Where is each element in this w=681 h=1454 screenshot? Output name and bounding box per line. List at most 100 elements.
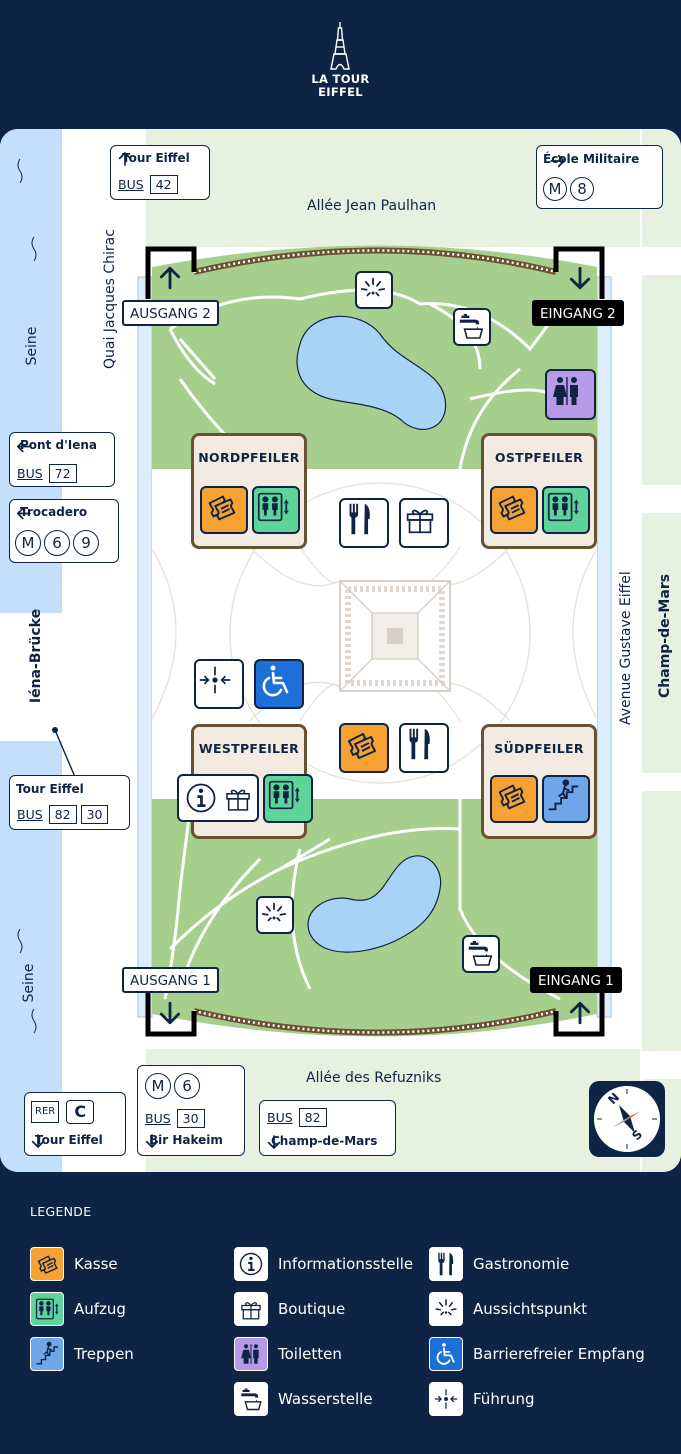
tower-footprint [339,580,451,692]
legend-label: Wasserstelle [278,1390,373,1408]
arrow-up-icon [117,151,133,167]
arrow-down-icon [144,1133,160,1149]
water-tap-icon [234,1382,268,1416]
left-path [137,276,153,1018]
bus-line: 42 [149,175,178,194]
legend-item-fuehrung: Führung [429,1382,535,1416]
transit-tour-eiffel-top[interactable]: Tour Eiffel BUS 42 [110,145,210,200]
info-icon[interactable] [183,780,219,816]
transit-label: Champ-de-Mars [271,1134,378,1148]
arrow-down-icon [266,1134,282,1150]
pillar-sued[interactable]: SÜDPFEILER [481,724,597,839]
guided-tour-icon [429,1382,463,1416]
guided-tour-icon[interactable] [194,659,244,709]
map: Allée Jean Paulhan Allée des Refuzniks Q… [0,129,681,1172]
toilet-icon[interactable] [545,369,596,420]
street-avenue-gustave-eiffel: Avenue Gustave Eiffel [618,571,634,725]
legend-item-gastronomie: Gastronomie [429,1247,569,1281]
ticket-icon[interactable] [490,775,538,823]
street-quai-jacques-chirac: Quai Jacques Chirac [102,229,118,369]
wheelchair-icon [429,1337,463,1371]
elevator-icon [30,1292,64,1326]
viewpoint-icon [429,1292,463,1326]
viewpoint-icon[interactable] [355,271,393,309]
legend-item-informationsstelle: Informationsstelle [234,1247,413,1281]
transit-label: Pont d'Iena [20,438,98,452]
fork-knife-icon[interactable] [339,498,389,548]
pillar-name: SÜDPFEILER [494,741,584,756]
river-seine-label-bottom: Seine [21,963,37,1003]
legend-item-wasserstelle: Wasserstelle [234,1382,373,1416]
bus-label: BUS [118,177,144,192]
champ-block-2 [642,275,681,485]
gift-icon[interactable] [221,781,255,815]
info-icon [234,1247,268,1281]
elevator-icon[interactable] [263,774,313,823]
transit-rer-tour-eiffel[interactable]: RER C Tour Eiffel [24,1092,126,1156]
transit-label: Tour Eiffel [16,782,84,796]
wheelchair-icon[interactable] [254,659,304,709]
rer-label: RER [31,1101,60,1123]
pond-bottom [307,855,442,953]
street-allee-des-refuzniks: Allée des Refuzniks [306,1070,442,1086]
metro-icon: M [145,1073,171,1099]
pond-top [296,315,447,430]
stairs-icon[interactable] [542,775,590,823]
elevator-icon[interactable] [542,486,590,534]
transit-label: École Militaire [543,152,640,166]
gate-frame-eingang1 [553,984,605,1037]
bus-label: BUS [145,1111,171,1126]
viewpoint-icon[interactable] [256,896,294,934]
water-tap-icon[interactable] [462,935,500,973]
legend: LEGENDE Kasse Aufzug Treppen Information… [0,1172,681,1454]
gate-eingang-2[interactable]: EINGANG 2 [532,300,624,326]
arrow-right-icon [549,152,567,170]
arrow-left-icon [15,438,32,455]
west-info-boutique-group[interactable] [177,774,259,822]
pillar-name: WESTPFEILER [198,741,300,756]
ticket-icon[interactable] [200,486,248,534]
pillar-nord[interactable]: NORDPFEILER [191,433,307,549]
fork-knife-icon [429,1247,463,1281]
legend-item-aufzug: Aufzug [30,1292,126,1326]
ticket-icon[interactable] [490,486,538,534]
arrow-down-icon [157,1000,183,1026]
ticket-icon[interactable] [339,723,389,773]
fork-knife-icon[interactable] [399,723,449,773]
bridge-iena-label: Iéna-Brücke [28,608,44,704]
legend-label: Boutique [278,1300,346,1318]
transit-label: Tour Eiffel [122,151,190,165]
gate-ausgang-1[interactable]: AUSGANG 1 [122,967,219,993]
brand-line1: LA TOUR [311,72,370,86]
brand-title: LA TOUR EIFFEL [0,73,681,99]
compass: N S [589,1081,665,1157]
metro-icon: M [15,530,41,556]
water-tap-icon[interactable] [453,308,491,346]
street-allee-jean-paulhan: Allée Jean Paulhan [307,198,437,214]
ticket-icon [30,1247,64,1281]
gift-icon[interactable] [399,498,449,548]
gate-eingang-1[interactable]: EINGANG 1 [530,967,622,993]
arrow-up-icon [157,265,183,291]
gate-frame-ausgang2 [145,246,197,299]
gift-icon [234,1292,268,1326]
legend-label: Treppen [74,1345,134,1363]
stairs-icon [30,1337,64,1371]
elevator-icon[interactable] [252,486,300,534]
gate-frame-ausgang1 [145,984,197,1037]
area-champ-de-mars: Champ-de-Mars [657,573,673,698]
pillar-name: NORDPFEILER [198,450,300,465]
gate-frame-eingang2 [553,246,605,299]
gate-ausgang-2[interactable]: AUSGANG 2 [122,300,219,326]
bus-label: BUS [267,1110,293,1125]
bus-line: 30 [176,1109,205,1128]
toilet-icon [234,1337,268,1371]
bus-line: 82 [48,805,77,824]
pillar-ost[interactable]: OSTPFEILER [481,433,597,549]
